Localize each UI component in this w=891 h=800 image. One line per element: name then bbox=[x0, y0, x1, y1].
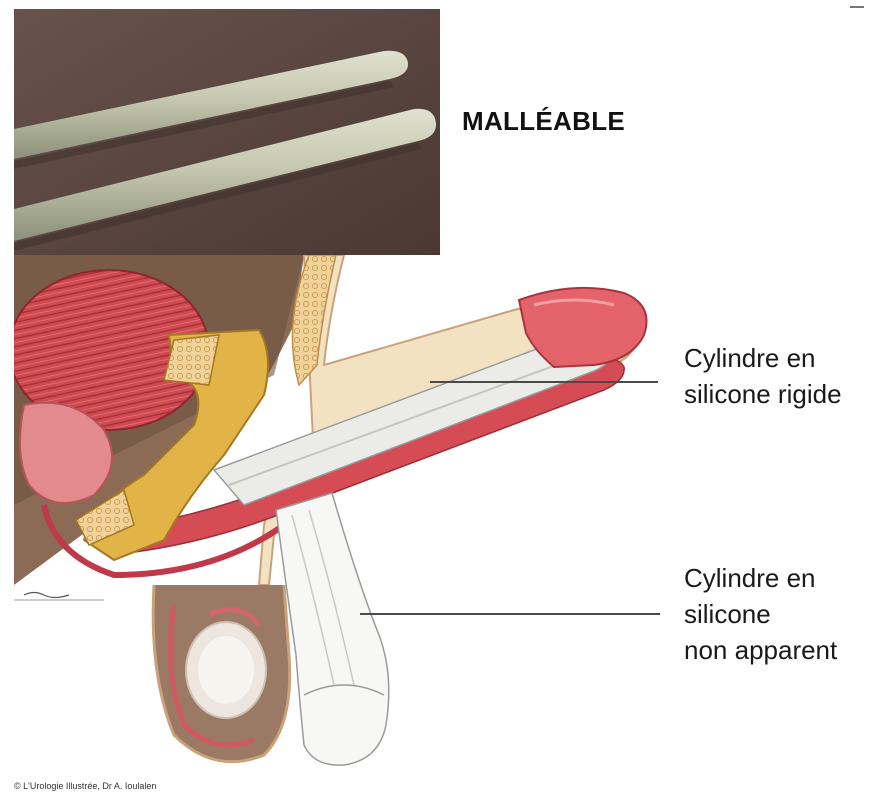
corner-mark bbox=[850, 6, 864, 8]
malleable-rods-photo bbox=[14, 9, 440, 255]
artist-signature bbox=[24, 593, 69, 598]
hidden-cylinder bbox=[276, 493, 389, 765]
hidden-cylinder-label: Cylindre en silicone non apparent bbox=[684, 560, 837, 668]
rigid-cylinder-label-line: silicone rigide bbox=[684, 376, 842, 412]
hidden-cylinder-label-line: non apparent bbox=[684, 632, 837, 668]
page-title: MALLÉABLE bbox=[462, 106, 625, 137]
copyright-credit: © L'Urologie Illustrée, Dr A. Ioulalen bbox=[14, 781, 156, 791]
hidden-cylinder-label-line: silicone bbox=[684, 596, 837, 632]
rigid-cylinder-label: Cylindre en silicone rigide bbox=[684, 340, 842, 412]
hidden-cylinder-leader-line bbox=[360, 613, 660, 615]
hidden-cylinder-label-line: Cylindre en bbox=[684, 560, 837, 596]
rigid-cylinder-label-line: Cylindre en bbox=[684, 340, 842, 376]
anatomical-cross-section bbox=[14, 255, 664, 785]
rigid-cylinder-leader-line bbox=[430, 381, 658, 383]
